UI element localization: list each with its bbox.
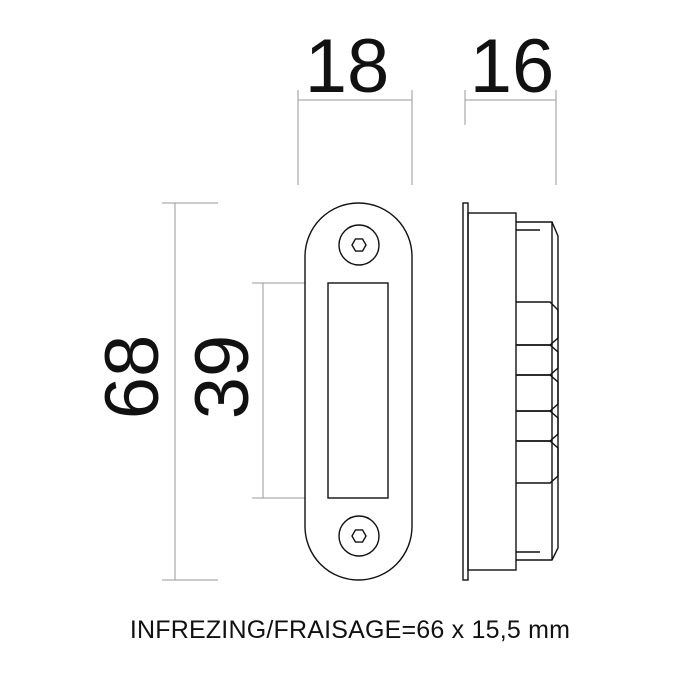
height-dimension-label: 68: [90, 335, 175, 420]
opening-dimension-label: 39: [180, 335, 265, 420]
bottom-screw-icon: [338, 515, 380, 557]
width-dimension-label: 18: [305, 24, 390, 109]
depth-dimension-label: 16: [470, 24, 555, 109]
side-view: [462, 202, 559, 581]
milling-dimensions-caption: INFREZING/FRAISAGE=66 x 15,5 mm: [129, 616, 571, 644]
latch-opening: [327, 282, 389, 499]
strike-plate-outline: [304, 202, 413, 581]
side-body: [467, 212, 517, 571]
front-view: [304, 202, 413, 581]
side-notch-profile-5: [516, 440, 559, 484]
side-faceplate: [462, 202, 469, 581]
top-screw-icon: [338, 224, 380, 266]
dimension-lines: [162, 90, 557, 581]
